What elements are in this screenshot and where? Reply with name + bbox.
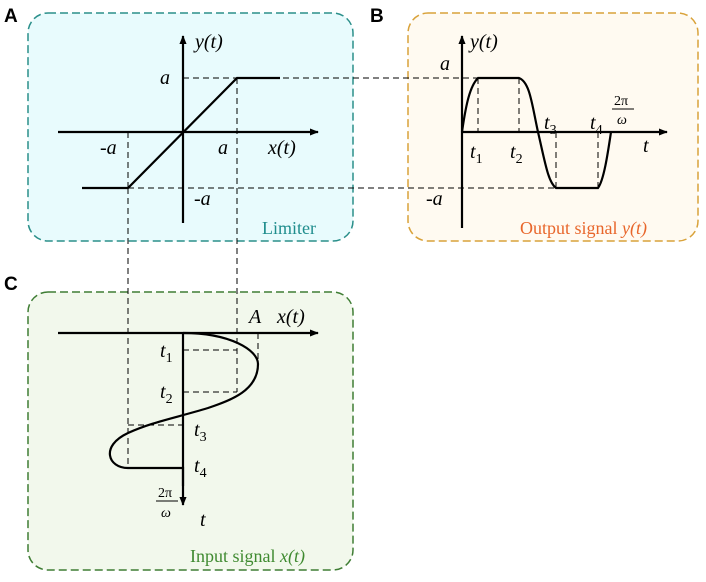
panel-B-tick-neg-y: -a <box>426 188 443 210</box>
panel-C-x-axis-label: x(t) <box>276 306 305 328</box>
panel-B-letter: B <box>370 6 384 27</box>
panel-C-amplitude: A <box>247 306 262 328</box>
panel-B-tick-pos-y: a <box>440 53 450 75</box>
panel-B-box <box>407 12 699 242</box>
panel-A-tick-neg-x: -a <box>100 137 117 159</box>
panel-C-t-axis-label: t <box>200 509 206 531</box>
panel-C-period-den: ω <box>161 506 171 521</box>
panel-A-tick-pos-y: a <box>160 67 170 89</box>
panel-B-t-axis-label: t <box>643 135 649 157</box>
panel-C-plot: A x(t) t1 t2 t3 t4 2π ω t Input signal x… <box>58 306 319 567</box>
panel-C-letter: C <box>4 274 18 295</box>
panel-A-box <box>27 12 354 242</box>
panel-B-output-curve <box>460 76 613 190</box>
panel-C-period-num: 2π <box>158 486 172 501</box>
panel-A-plot: y(t) x(t) a a -a -a Limiter <box>58 31 319 238</box>
panel-A-tick-pos-x: a <box>218 137 228 159</box>
panel-C-box <box>27 291 354 571</box>
panel-A-caption: Limiter <box>262 218 316 238</box>
panel-B-period-num: 2π <box>614 94 628 109</box>
panel-A-limiter-curve <box>82 76 280 190</box>
panel-A-x-axis-label: x(t) <box>267 137 296 159</box>
panel-A-letter: A <box>4 6 18 27</box>
panel-B-period-den: ω <box>617 113 627 128</box>
panel-B-caption: Output signal y(t) <box>520 218 647 239</box>
panel-B-y-axis-label: y(t) <box>468 31 498 53</box>
panel-A-tick-neg-y: -a <box>194 188 211 210</box>
panel-C-caption: Input signal x(t) <box>190 546 305 567</box>
panel-A-y-axis-label: y(t) <box>193 31 223 53</box>
